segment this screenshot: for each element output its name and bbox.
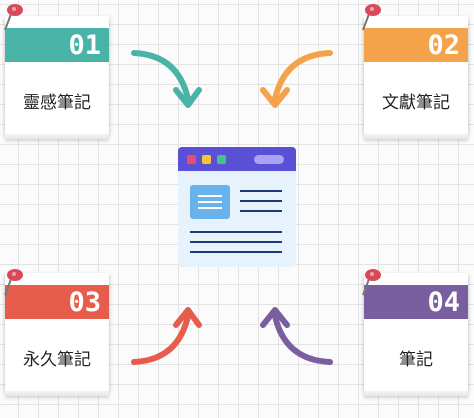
text-line	[190, 251, 282, 253]
image-placeholder-icon	[190, 185, 230, 219]
address-bar-pill	[254, 155, 284, 164]
push-pin-icon	[4, 269, 23, 296]
arrow-from-note-04	[260, 307, 333, 365]
image-line	[198, 207, 222, 209]
note-card-04: 04 筆記	[364, 273, 468, 396]
arrow-from-note-01	[131, 50, 202, 108]
push-pin-icon	[4, 4, 23, 31]
note-01-number: 01	[68, 30, 101, 61]
note-01-header: 01	[5, 28, 109, 62]
note-02-number: 02	[427, 30, 460, 61]
note-02-label: 文獻筆記	[382, 93, 450, 113]
arrow-from-note-03	[131, 307, 202, 365]
window-dot-red	[187, 155, 196, 164]
push-pin-icon	[362, 4, 381, 31]
text-line	[240, 210, 282, 212]
text-line	[190, 241, 282, 243]
arrow-from-note-02	[260, 50, 333, 108]
note-card-01: 01 靈感筆記	[5, 16, 109, 139]
browser-content	[178, 171, 296, 267]
note-04-header: 04	[364, 285, 468, 319]
image-line	[198, 195, 222, 197]
note-02-header: 02	[364, 28, 468, 62]
text-line	[240, 200, 282, 202]
window-dot-green	[217, 155, 226, 164]
note-card-03: 03 永久筆記	[5, 273, 109, 396]
browser-title-bar	[178, 147, 296, 171]
push-pin-icon	[362, 269, 381, 296]
note-04-number: 04	[427, 287, 460, 318]
note-04-label: 筆記	[399, 350, 433, 370]
image-line	[198, 201, 222, 203]
browser-window-icon	[178, 147, 296, 267]
note-03-number: 03	[68, 287, 101, 318]
note-01-label: 靈感筆記	[23, 93, 91, 113]
note-03-label: 永久筆記	[23, 350, 91, 370]
note-card-02: 02 文獻筆記	[364, 16, 468, 139]
text-line	[240, 190, 282, 192]
text-line	[190, 231, 282, 233]
note-03-header: 03	[5, 285, 109, 319]
window-dot-yellow	[202, 155, 211, 164]
